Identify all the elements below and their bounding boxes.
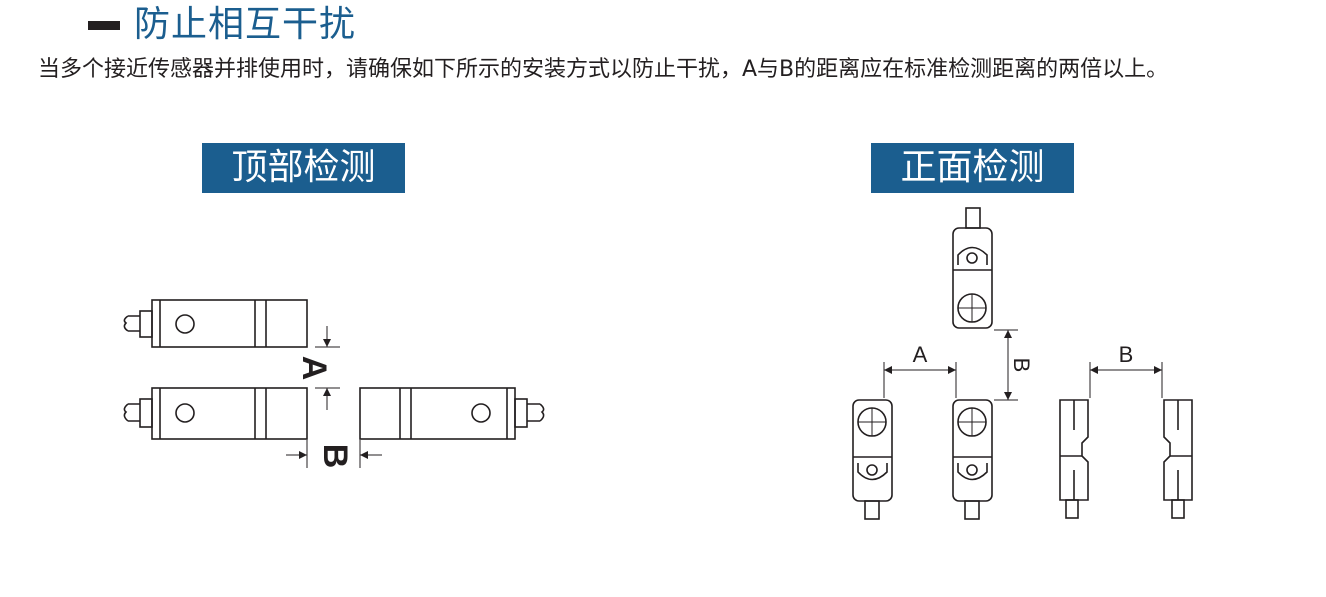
heading-bar [88, 20, 120, 30]
top-sensor-upper [123, 299, 308, 348]
front-sensor-top [952, 207, 993, 329]
top-sensor-lower-left [123, 387, 308, 440]
top-dimension-b-label: B [316, 444, 354, 469]
top-dimension-b: B [286, 440, 382, 468]
top-detection-label: 顶部检测 [202, 143, 405, 193]
front-detection-label: 正面检测 [871, 143, 1074, 193]
front-dimension-b-vertical: B [994, 329, 1034, 401]
front-sensor-side-right [1163, 399, 1193, 519]
top-dimension-a: A [295, 326, 340, 410]
front-sensor-middle [952, 399, 993, 520]
front-dimension-b: B [1089, 342, 1163, 398]
front-dimension-b-label: B [1119, 342, 1134, 367]
top-sensor-lower-right [359, 387, 545, 440]
section-heading: 防止相互干扰 [88, 2, 356, 48]
front-sensor-side-left [1059, 399, 1089, 519]
front-sensor-left [852, 399, 893, 520]
page-title: 防止相互干扰 [134, 4, 357, 45]
description-text: 当多个接近传感器并排使用时，请确保如下所示的安装方式以防止干扰，A与B的距离应在… [38, 57, 1169, 82]
top-dimension-a-label: A [295, 356, 333, 381]
front-dimension-b-vertical-label: B [1009, 358, 1034, 373]
front-dimension-a-label: A [913, 342, 928, 367]
front-dimension-a: A [883, 342, 957, 398]
